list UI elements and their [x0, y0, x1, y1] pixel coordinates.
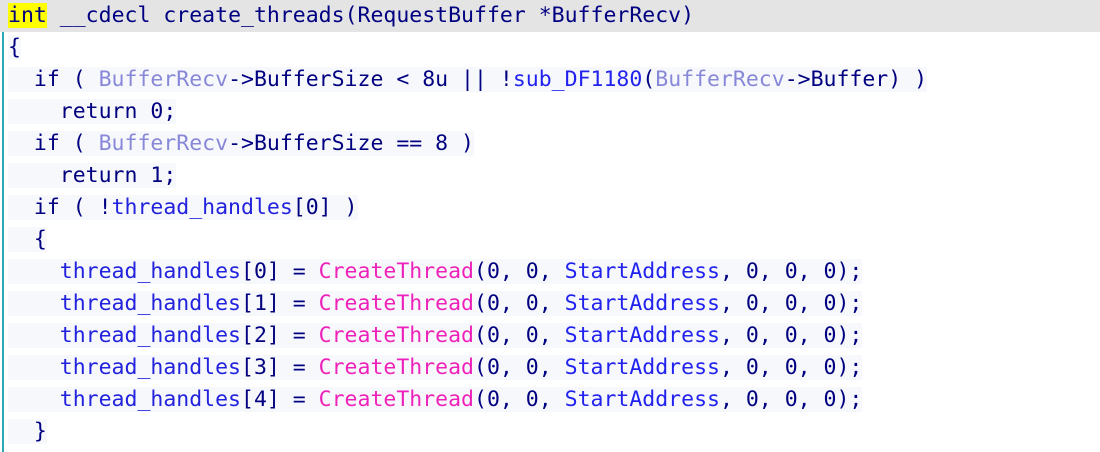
code-token-api[interactable]: CreateThread: [318, 355, 475, 380]
code-line[interactable]: return 0;: [0, 96, 1100, 128]
code-token-function[interactable]: StartAddress: [564, 387, 720, 412]
code-token-api[interactable]: CreateThread: [318, 387, 475, 412]
code-token-highlight[interactable]: int: [8, 3, 47, 28]
code-token-api[interactable]: CreateThread: [318, 291, 475, 316]
code-token-default: [1] =: [241, 291, 319, 316]
code-token-default: (RequestBuffer *BufferRecv): [344, 3, 695, 28]
code-token-default: [4] =: [241, 387, 319, 412]
code-token-default: ->Buffer) ): [784, 67, 928, 92]
code-token-local[interactable]: BufferRecv: [98, 67, 229, 92]
code-token-default: {: [8, 227, 47, 252]
code-line[interactable]: {: [0, 32, 1100, 64]
code-line-text: thread_handles[1] = CreateThread(0, 0, S…: [8, 291, 863, 316]
code-token-default: [0] =: [241, 259, 319, 284]
code-token-default: [8, 291, 60, 316]
code-line-text: {: [8, 35, 21, 60]
code-token-default: [2] =: [241, 323, 319, 348]
code-line[interactable]: if ( BufferRecv->BufferSize < 8u || !sub…: [0, 64, 1100, 96]
code-token-global[interactable]: thread_handles: [59, 323, 241, 348]
code-token-default: return 1;: [8, 163, 177, 188]
code-token-default: , 0, 0, 0);: [719, 355, 863, 380]
code-token-default: [8, 259, 60, 284]
code-line-text: int __cdecl create_threads(RequestBuffer…: [8, 3, 694, 28]
code-token-default: (: [642, 67, 656, 92]
code-token-function[interactable]: StartAddress: [564, 355, 720, 380]
code-line[interactable]: thread_handles[2] = CreateThread(0, 0, S…: [0, 320, 1100, 352]
code-token-default: [0] ): [292, 195, 358, 220]
code-token-function[interactable]: StartAddress: [564, 323, 720, 348]
code-token-default: (0, 0,: [474, 387, 565, 412]
code-token-default: , 0, 0, 0);: [719, 387, 863, 412]
code-token-api[interactable]: CreateThread: [318, 323, 475, 348]
code-token-default: return 0;: [8, 99, 177, 124]
code-token-global[interactable]: thread_handles: [59, 291, 241, 316]
code-token-function[interactable]: StartAddress: [564, 291, 720, 316]
code-token-default: , 0, 0, 0);: [719, 259, 863, 284]
code-token-default: ->BufferSize < 8u || !: [228, 67, 513, 92]
code-line[interactable]: if ( !thread_handles[0] ): [0, 192, 1100, 224]
code-token-global[interactable]: thread_handles: [59, 259, 241, 284]
code-token-api[interactable]: CreateThread: [318, 259, 475, 284]
code-token-default: (0, 0,: [474, 323, 565, 348]
code-line-text: {: [8, 227, 47, 252]
code-token-default: __cdecl: [46, 3, 164, 28]
code-line-text: thread_handles[3] = CreateThread(0, 0, S…: [8, 355, 863, 380]
code-token-local[interactable]: BufferRecv: [98, 131, 229, 156]
code-line-text: return 1;: [8, 163, 177, 188]
code-token-default: [8, 355, 60, 380]
code-token-default: {: [8, 35, 21, 60]
code-line[interactable]: if ( BufferRecv->BufferSize == 8 ): [0, 128, 1100, 160]
code-token-default: (0, 0,: [474, 259, 565, 284]
code-line-text: thread_handles[0] = CreateThread(0, 0, S…: [8, 259, 863, 284]
code-token-default: if ( !: [8, 195, 112, 220]
code-token-default: , 0, 0, 0);: [719, 291, 863, 316]
code-token-default: if (: [8, 67, 99, 92]
code-token-global[interactable]: thread_handles: [111, 195, 293, 220]
code-token-default: ->BufferSize == 8 ): [228, 131, 475, 156]
code-line-text: return 0;: [8, 99, 177, 124]
code-line[interactable]: thread_handles[4] = CreateThread(0, 0, S…: [0, 384, 1100, 416]
code-token-default: create_threads: [163, 3, 345, 28]
code-line[interactable]: }: [0, 416, 1100, 448]
code-line[interactable]: thread_handles[3] = CreateThread(0, 0, S…: [0, 352, 1100, 384]
code-line[interactable]: thread_handles[0] = CreateThread(0, 0, S…: [0, 256, 1100, 288]
code-token-default: , 0, 0, 0);: [719, 323, 863, 348]
code-line[interactable]: int __cdecl create_threads(RequestBuffer…: [0, 0, 1100, 32]
code-line-text: thread_handles[4] = CreateThread(0, 0, S…: [8, 387, 863, 412]
collapse-gutter-line: [2, 32, 4, 452]
code-token-default: if (: [8, 131, 99, 156]
code-token-default: (0, 0,: [474, 355, 565, 380]
code-token-local[interactable]: BufferRecv: [655, 67, 785, 92]
code-token-default: [8, 387, 60, 412]
code-token-default: (0, 0,: [474, 291, 565, 316]
code-token-global[interactable]: thread_handles: [59, 355, 241, 380]
code-line-text: if ( BufferRecv->BufferSize < 8u || !sub…: [8, 67, 928, 92]
code-token-function[interactable]: sub_DF1180: [512, 67, 643, 92]
code-line-text: if ( BufferRecv->BufferSize == 8 ): [8, 131, 475, 156]
code-line[interactable]: return 1;: [0, 160, 1100, 192]
code-token-default: [8, 323, 60, 348]
code-line-text: if ( !thread_handles[0] ): [8, 195, 358, 220]
code-token-global[interactable]: thread_handles: [59, 387, 241, 412]
code-line-text: }: [8, 419, 47, 444]
code-line-text: thread_handles[2] = CreateThread(0, 0, S…: [8, 323, 863, 348]
code-token-default: [3] =: [241, 355, 319, 380]
code-token-default: }: [8, 419, 47, 444]
code-line[interactable]: thread_handles[1] = CreateThread(0, 0, S…: [0, 288, 1100, 320]
code-token-function[interactable]: StartAddress: [564, 259, 720, 284]
code-line[interactable]: {: [0, 224, 1100, 256]
